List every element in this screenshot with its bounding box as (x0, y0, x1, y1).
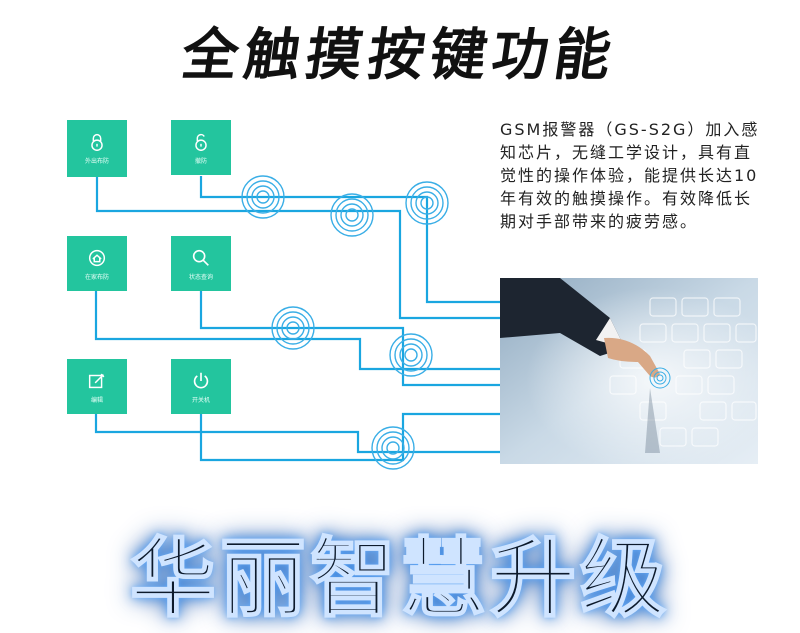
wire-query (199, 290, 500, 387)
ripple-1 (241, 175, 285, 219)
ripple-3 (405, 181, 449, 225)
arm-home-button[interactable]: 在家布防 (67, 236, 127, 291)
feature-description: GSM报警器（GS-S2G）加入感知芯片，无缝工学设计，具有直觉性的操作体验，能… (500, 120, 760, 231)
ripple-6 (371, 426, 415, 470)
wire-home (94, 290, 500, 371)
arm-home-label: 在家布防 (84, 273, 109, 281)
wire-arm (95, 176, 500, 320)
home-arm-icon (88, 249, 106, 266)
wire-disarm (199, 176, 500, 304)
status-query-button[interactable]: 状态查询 (171, 236, 231, 291)
search-icon (192, 249, 209, 266)
arm-away-label: 外出布防 (84, 157, 109, 165)
upgrade-banner: 华丽智慧升级 (129, 528, 670, 630)
power-icon (193, 372, 209, 388)
active-indicator (67, 174, 127, 177)
lock-open-icon (195, 133, 207, 151)
ripple-2 (330, 193, 374, 237)
disarm-button[interactable]: 撤防 (171, 120, 231, 175)
lock-closed-icon (91, 133, 103, 151)
wire-edit (94, 414, 500, 454)
power-label: 开关机 (191, 396, 210, 404)
ripple-5 (389, 333, 433, 377)
status-query-label: 状态查询 (188, 273, 213, 281)
edit-icon (88, 373, 105, 388)
touch-photo (500, 278, 758, 464)
disarm-label: 撤防 (194, 157, 207, 165)
edit-button[interactable]: 编辑 (67, 359, 127, 414)
power-button[interactable]: 开关机 (171, 359, 231, 414)
ripple-4 (271, 306, 315, 350)
arm-away-button[interactable]: 外出布防 (67, 120, 127, 175)
edit-label: 编辑 (90, 396, 103, 404)
